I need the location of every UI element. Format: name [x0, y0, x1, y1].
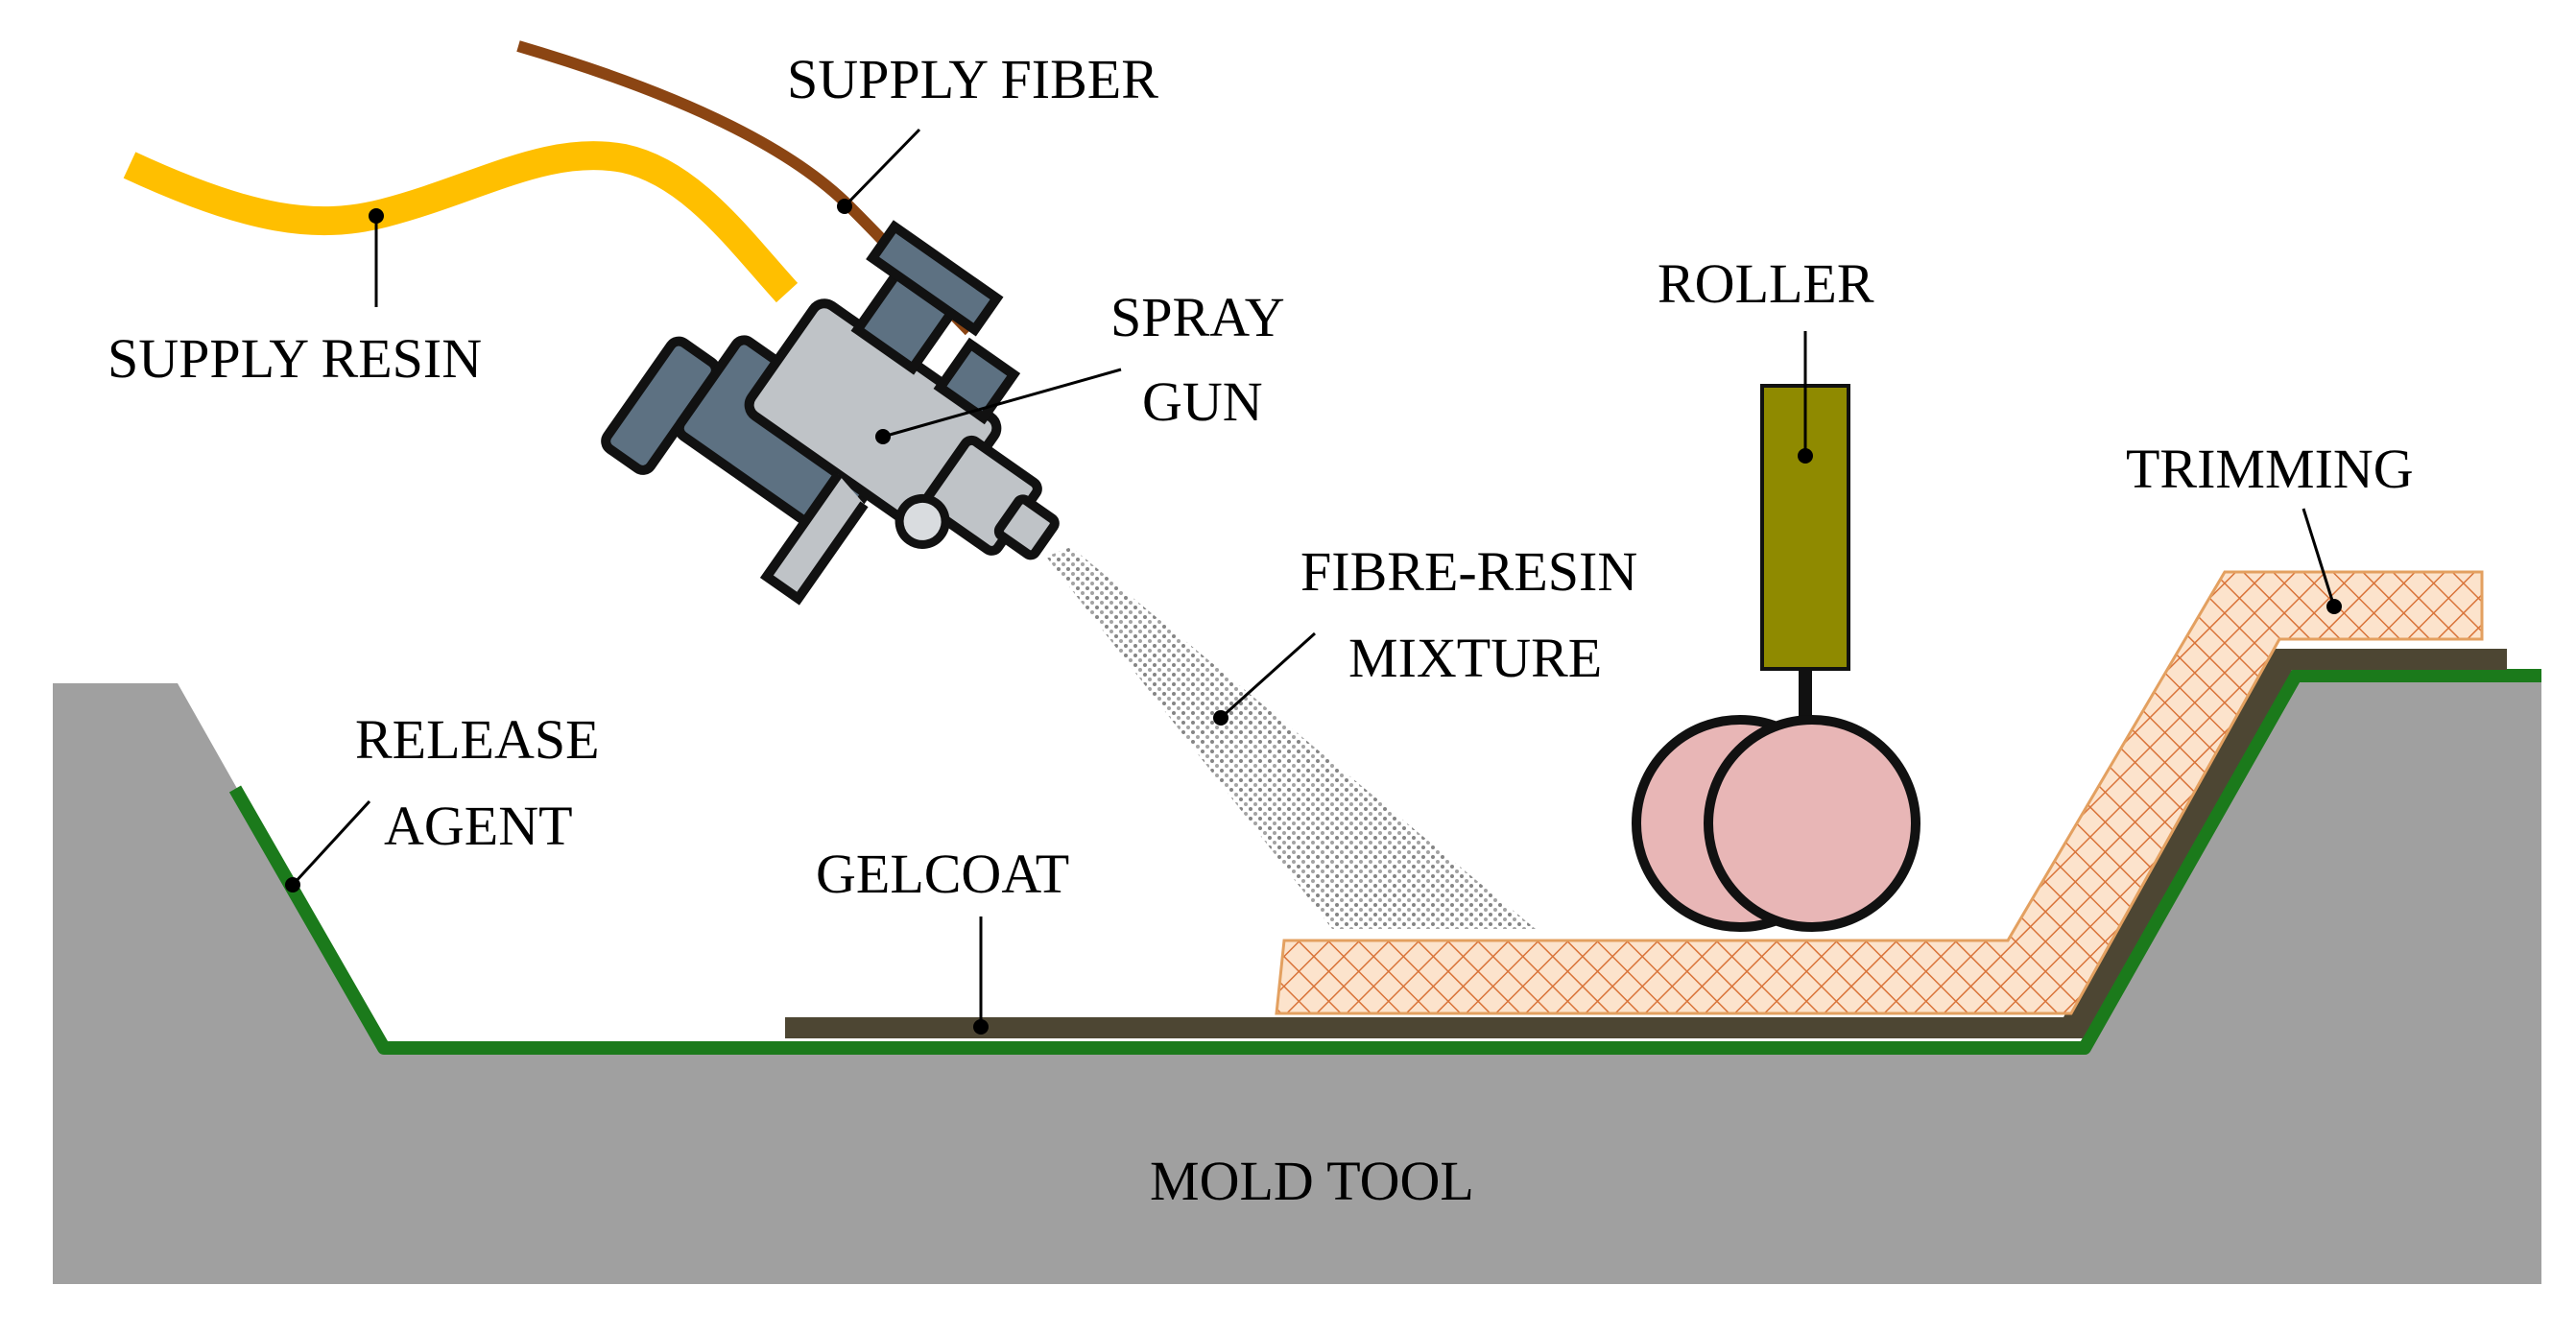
fibre-resin-laminate — [1275, 570, 2484, 1015]
label-trimming: TRIMMING — [2126, 438, 2414, 500]
label-supply-resin: SUPPLY RESIN — [107, 327, 482, 390]
label-release-agent-line2: AGENT — [384, 795, 573, 857]
release-agent-layer — [228, 669, 2541, 1055]
roller-drum-front — [1704, 715, 1920, 932]
label-spray-gun-line1: SPRAY — [1110, 286, 1285, 348]
mold-tool — [53, 681, 2541, 1284]
label-mold-tool: MOLD TOOL — [1150, 1150, 1474, 1212]
spray-cone — [1046, 547, 1536, 929]
label-gelcoat: GELCOAT — [816, 843, 1069, 905]
spray-gun — [601, 220, 1060, 606]
label-supply-fiber: SUPPLY FIBER — [787, 48, 1158, 110]
label-spray-gun-line2: GUN — [1142, 370, 1263, 433]
label-fibre-resin-line2: MIXTURE — [1348, 627, 1602, 689]
supply-resin-hose — [123, 141, 799, 303]
label-fibre-resin-line1: FIBRE-RESIN — [1300, 540, 1637, 603]
label-release-agent-line1: RELEASE — [355, 708, 600, 771]
label-roller: ROLLER — [1658, 252, 1874, 315]
